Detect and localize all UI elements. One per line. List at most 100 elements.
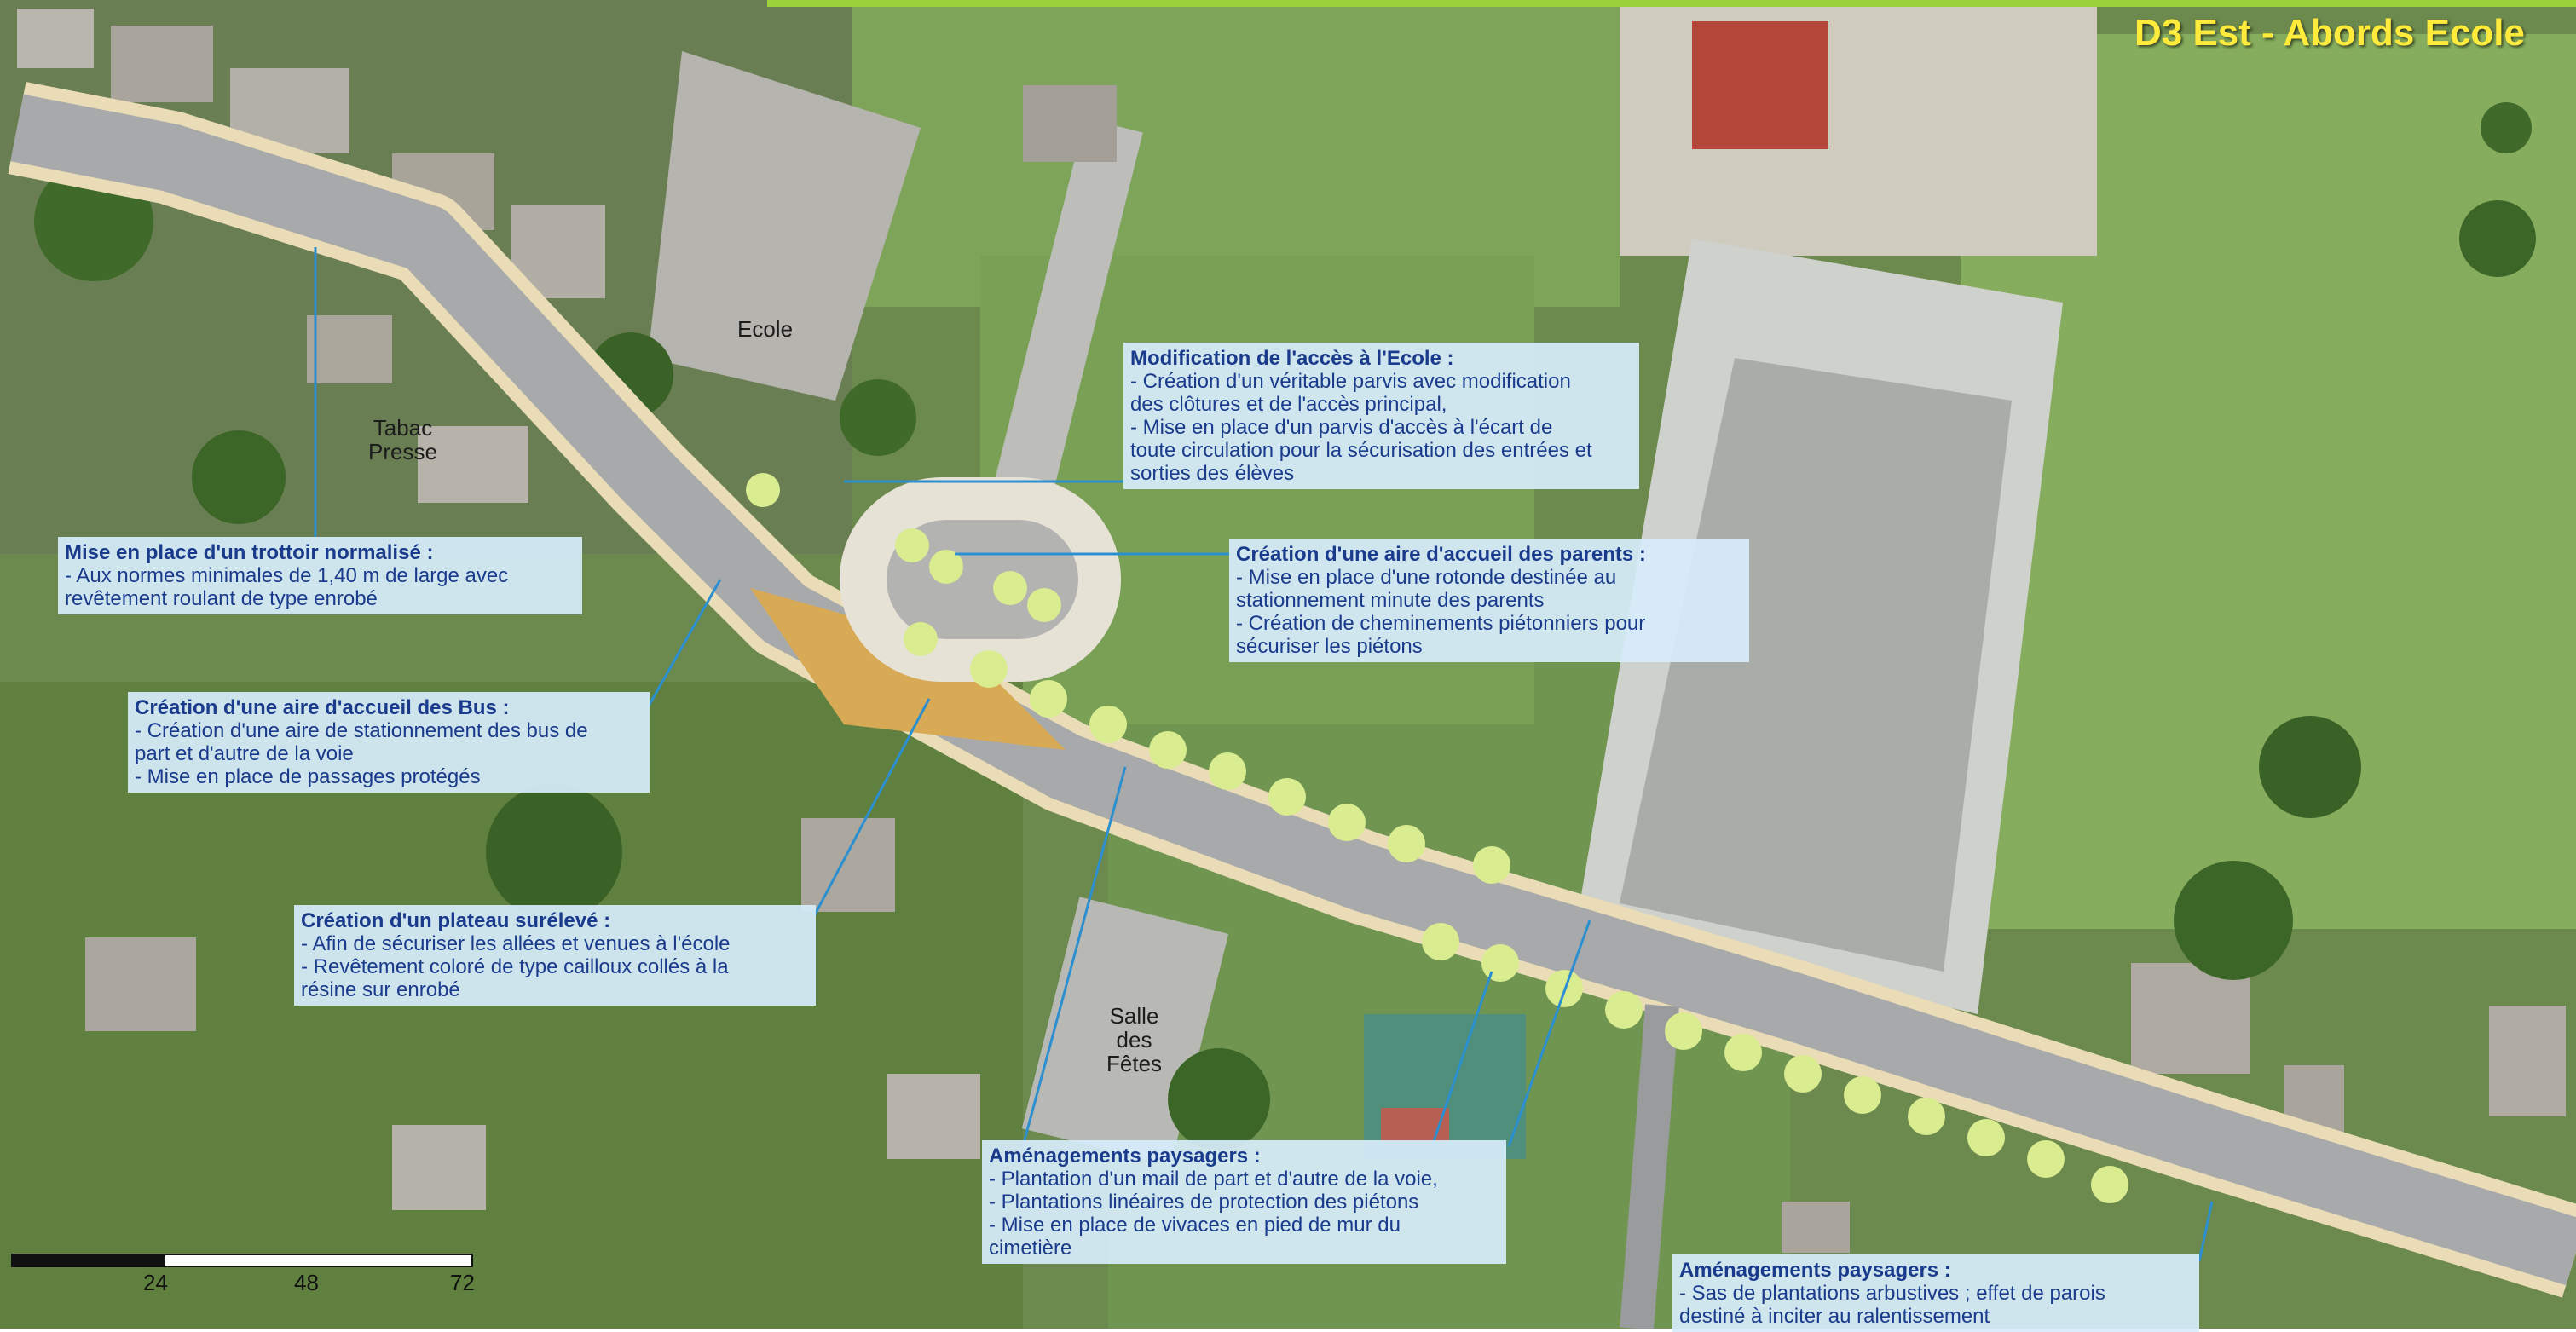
callout-title: Création d'un plateau surélevé : <box>301 909 611 932</box>
leader-lines <box>314 247 2214 1262</box>
callout-line: - Mise en place d'une rotonde destinée a… <box>1236 566 1617 589</box>
street-tree <box>895 528 929 562</box>
house-10 <box>392 1125 486 1210</box>
cemetery-graves <box>1620 358 2012 972</box>
callout-title: Modification de l'accès à l'Ecole : <box>1130 347 1454 370</box>
street-tree <box>1209 752 1246 790</box>
road-side-south <box>1620 1004 1679 1329</box>
place-label-ecole: Ecole <box>737 317 793 341</box>
callout-paysagers-sas: Aménagements paysagers : - Sas de planta… <box>1672 1254 2199 1332</box>
leader-line <box>646 579 722 708</box>
callout-line: sécuriser les piétons <box>1236 635 1423 658</box>
house-15 <box>2489 1006 2566 1116</box>
tree-clump <box>840 379 916 456</box>
callout-line: - Plantation d'un mail de part et d'autr… <box>989 1168 1438 1191</box>
house-11 <box>801 818 895 912</box>
callout-title: Aménagements paysagers : <box>1679 1259 1951 1282</box>
callout-line: cimetière <box>989 1237 1072 1260</box>
street-tree <box>1027 588 1061 622</box>
callout-line: - Revêtement coloré de type cailloux col… <box>301 955 729 978</box>
scale-bar <box>11 1254 473 1267</box>
callout-title: Création d'une aire d'accueil des Bus : <box>135 696 510 719</box>
house-12 <box>887 1074 980 1159</box>
callout-trottoir: Mise en place d'un trottoir normalisé : … <box>58 537 582 614</box>
house-7 <box>307 315 392 383</box>
callout-line: revêtement roulant de type enrobé <box>65 587 378 610</box>
tree-clump <box>486 784 622 920</box>
street-tree <box>2091 1166 2128 1203</box>
place-label-tabac: Tabac Presse <box>368 416 437 464</box>
street-tree <box>1473 846 1510 884</box>
house-8 <box>418 426 528 503</box>
callout-line: stationnement minute des parents <box>1236 589 1545 612</box>
tree-clump <box>2259 716 2361 818</box>
place-label-text: Salle des Fêtes <box>1106 1003 1163 1076</box>
street-tree <box>746 473 780 507</box>
callout-line: part et d'autre de la voie <box>135 742 354 765</box>
street-tree <box>1481 944 1519 982</box>
north-path <box>988 118 1143 522</box>
callout-paysagers-mail: Aménagements paysagers : - Plantation d'… <box>982 1140 1506 1264</box>
house-16 <box>1782 1202 1850 1253</box>
callout-line: - Mise en place de vivaces en pied de mu… <box>989 1214 1401 1237</box>
callout-line: sorties des élèves <box>1130 462 1295 485</box>
callout-line: - Aux normes minimales de 1,40 m de larg… <box>65 564 509 587</box>
callout-acces-ecole: Modification de l'accès à l'Ecole : - Cr… <box>1123 343 1639 489</box>
callout-title: Mise en place d'un trottoir normalisé : <box>65 541 434 564</box>
callout-line: - Création d'un véritable parvis avec mo… <box>1130 370 1571 393</box>
tree-clump <box>2459 200 2536 277</box>
callout-title: Aménagements paysagers : <box>989 1145 1261 1168</box>
scale-label-72: 72 <box>450 1270 475 1295</box>
house-13 <box>2131 963 2250 1074</box>
tree-clump <box>2481 102 2532 153</box>
street-tree <box>970 650 1008 688</box>
street-tree <box>1268 778 1306 816</box>
leader-line <box>1507 920 1591 1147</box>
street-tree <box>1089 706 1127 743</box>
callout-parents: Création d'une aire d'accueil des parent… <box>1229 539 1749 662</box>
scale-bar-segment-dark <box>12 1254 165 1266</box>
street-tree <box>993 571 1027 605</box>
street-tree <box>1724 1034 1762 1071</box>
street-tree <box>1908 1098 1945 1135</box>
callout-bus: Création d'une aire d'accueil des Bus : … <box>128 692 650 793</box>
callout-line: - Plantations linéaires de protection de… <box>989 1191 1419 1214</box>
leader-line <box>812 698 931 917</box>
scale-label-48: 48 <box>294 1270 319 1295</box>
street-tree <box>929 550 963 584</box>
tree-clump <box>1168 1048 1270 1150</box>
street-tree <box>1328 804 1366 841</box>
map-title: D3 Est - Abords Ecole <box>2134 12 2525 54</box>
street-tree <box>1844 1076 1881 1114</box>
street-tree <box>1388 825 1425 862</box>
house-9 <box>85 937 196 1031</box>
street-tree <box>1149 731 1187 769</box>
callout-line: - Sas de plantations arbustives ; effet … <box>1679 1282 2105 1305</box>
street-tree <box>1422 923 1459 960</box>
farm-yard <box>1620 0 2097 256</box>
callout-line: toute circulation pour la sécurisation d… <box>1130 439 1592 462</box>
farm-barn <box>1692 21 1828 149</box>
place-label-salle: Salle des Fêtes <box>1106 1004 1162 1075</box>
house-3 <box>111 26 213 102</box>
callout-plateau: Création d'un plateau surélevé : - Afin … <box>294 905 816 1006</box>
top-border <box>767 0 2576 7</box>
street-tree <box>1605 991 1643 1029</box>
sports-court-red <box>1381 1108 1449 1142</box>
place-label-text: Ecole <box>737 316 794 342</box>
street-tree <box>1784 1055 1822 1093</box>
street-tree <box>1030 680 1067 718</box>
callout-line: - Création d'une aire de stationnement d… <box>135 719 588 742</box>
street-tree <box>1967 1119 2005 1156</box>
callout-line: - Mise en place d'un parvis d'accès à l'… <box>1130 416 1553 439</box>
callout-line: résine sur enrobé <box>301 978 460 1001</box>
callout-line: - Afin de sécuriser les allées et venues… <box>301 932 731 955</box>
street-tree <box>1665 1012 1702 1050</box>
callout-line: des clôtures et de l'accès principal, <box>1130 393 1447 416</box>
place-label-text: Tabac Presse <box>368 415 437 464</box>
callout-line: destiné à inciter au ralentissement <box>1679 1305 1990 1328</box>
callout-line: - Mise en place de passages protégés <box>135 765 481 788</box>
house-1 <box>1023 85 1117 162</box>
ecole-building <box>648 51 921 401</box>
